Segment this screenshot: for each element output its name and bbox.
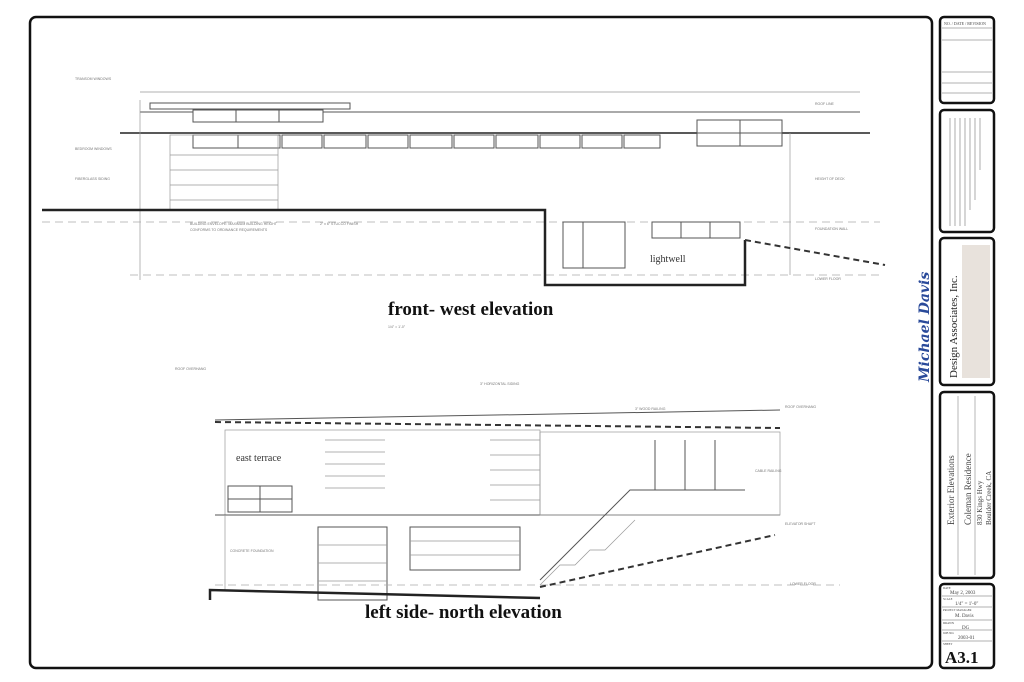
garage-door-2 xyxy=(409,526,521,571)
scale-value: 1/4" = 1'-0" xyxy=(955,602,978,607)
svg-text:CONFORMS TO ORDINANCE REQUIREM: CONFORMS TO ORDINANCE REQUIREMENTS xyxy=(190,228,268,232)
svg-text:FIBERGLASS SIDING: FIBERGLASS SIDING xyxy=(75,177,110,181)
garage-door xyxy=(317,526,388,601)
svg-text:ELEVATOR SHAFT: ELEVATOR SHAFT xyxy=(785,522,816,526)
scale-label: SCALE xyxy=(943,597,953,601)
drawn-value: DG xyxy=(962,626,970,631)
svg-text:TRANSOM WINDOWS: TRANSOM WINDOWS xyxy=(75,77,112,81)
side-elevation-title: left side- north elevation xyxy=(365,602,562,623)
svg-text:CABLE RAILING: CABLE RAILING xyxy=(755,469,782,473)
svg-text:ROOF OVERHANG: ROOF OVERHANG xyxy=(785,405,816,409)
svg-text:LOWER FLOOR: LOWER FLOOR xyxy=(815,277,841,281)
sloped-grade xyxy=(744,239,886,266)
project-manager-value: M. Davis xyxy=(955,614,974,619)
roof-fascia xyxy=(149,102,351,110)
drawn-label: DRAWN xyxy=(943,621,955,625)
lightwell-label: lightwell xyxy=(650,254,686,265)
date-value: May 2, 2003 xyxy=(950,591,976,596)
front-elevation-title: front- west elevation xyxy=(388,299,554,320)
date-label: DATE xyxy=(943,586,951,590)
east-terrace-label: east terrace xyxy=(236,453,282,464)
job-address-2: Boulder Creek, CA xyxy=(985,471,993,525)
window-row xyxy=(192,134,661,149)
svg-text:ROOF LINE: ROOF LINE xyxy=(815,102,835,106)
svg-text:FOUNDATION WALL: FOUNDATION WALL xyxy=(815,227,848,231)
north-elevation: east terrace ROOF OVERHANG 3" HORIZONTAL… xyxy=(175,367,840,623)
stair-rail xyxy=(539,489,745,581)
deck-area xyxy=(539,431,781,516)
job-title: Coleman Residence xyxy=(963,453,973,525)
svg-text:LOWER FLOOR: LOWER FLOOR xyxy=(790,582,816,586)
firm-image xyxy=(962,245,990,378)
front-west-elevation: lightwell BUILDING ENVELOPE: MAXIMUM BUI… xyxy=(42,77,886,329)
clerestory-window xyxy=(192,109,324,123)
lightwell-door xyxy=(562,221,626,269)
title-block: NO. / DATE / REVISION Design Associates,… xyxy=(938,15,996,670)
sheet-label: SHEET xyxy=(943,642,953,646)
firm-name: Design Associates, Inc. xyxy=(948,275,960,378)
grade-line xyxy=(42,208,747,287)
sheet-info-panel xyxy=(938,582,996,670)
svg-text:HEIGHT OF DECK: HEIGHT OF DECK xyxy=(815,177,845,181)
svg-text:ROOF OVERHANG: ROOF OVERHANG xyxy=(175,367,206,371)
revision-header: NO. / DATE / REVISION xyxy=(944,21,986,26)
svg-text:CONCRETE FOUNDATION: CONCRETE FOUNDATION xyxy=(230,549,274,553)
job-no-label: JOB NO. xyxy=(943,631,954,635)
project-manager-label: PROJECT MANAGER xyxy=(943,608,972,612)
front-scale-note: 1/4" = 1'-0" xyxy=(388,325,406,329)
grade-line-north xyxy=(208,588,541,600)
job-no-value: 2003-01 xyxy=(958,636,975,641)
lightwell-window xyxy=(651,221,741,239)
svg-text:BUILDING ENVELOPE: MAXIMUM BUI: BUILDING ENVELOPE: MAXIMUM BUILDING HEIG… xyxy=(190,222,278,226)
sheet-number: A3.1 xyxy=(945,648,979,667)
project-panel xyxy=(938,390,996,580)
job-address-1: 830 Kings Hwy xyxy=(976,480,984,525)
svg-text:BEDROOM WINDOWS: BEDROOM WINDOWS xyxy=(75,147,112,151)
stairs xyxy=(539,519,636,586)
revision-panel xyxy=(938,15,996,105)
roof-slope xyxy=(214,421,781,429)
signature: Michael Davis xyxy=(917,272,933,383)
svg-text:3" HORIZONTAL SIDING: 3" HORIZONTAL SIDING xyxy=(480,382,520,386)
svg-text:3" WOOD RAILING: 3" WOOD RAILING xyxy=(635,407,666,411)
svg-text:2" x 6" STUCCO FINISH: 2" x 6" STUCCO FINISH xyxy=(320,222,359,226)
drawing-title: Exterior Elevations xyxy=(946,455,956,525)
notes-panel xyxy=(938,108,996,234)
